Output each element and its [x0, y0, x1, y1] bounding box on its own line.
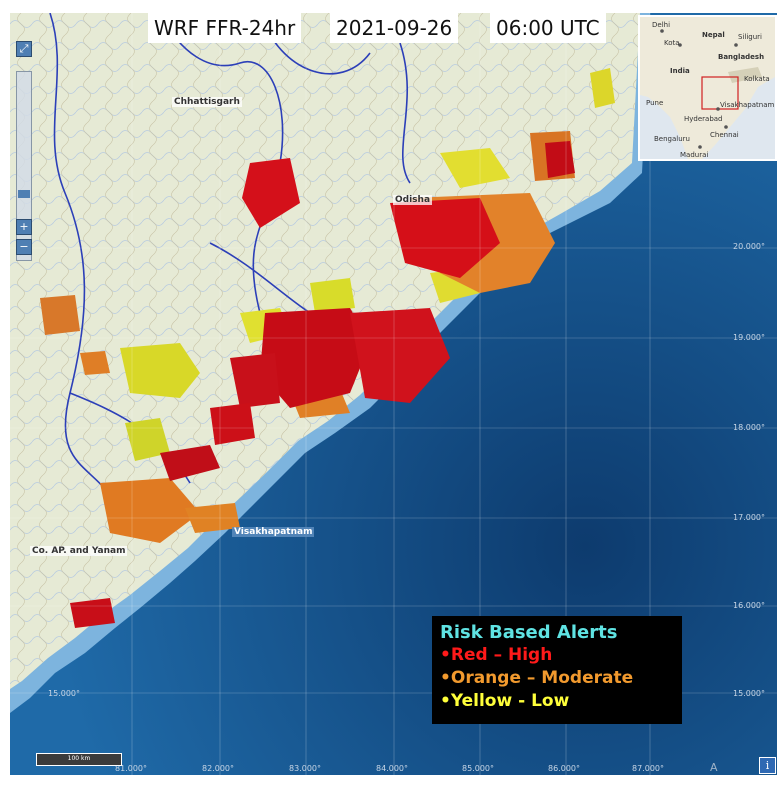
flood-risk-map[interactable]: WRF FFR-24hr 2021-09-26 06:00 UTC Chhatt…	[10, 13, 777, 775]
risk-legend: Risk Based Alerts •Red – High •Orange – …	[432, 616, 682, 724]
legend-item-yellow: •Yellow - Low	[440, 691, 570, 711]
label-visakhapatnam: Visakhapatnam	[232, 527, 315, 537]
state-boundaries	[49, 13, 411, 514]
zoom-in-icon[interactable]: +	[16, 219, 32, 235]
label-coastal-ap: Co. AP. and Yanam	[30, 546, 128, 556]
inset-label-visakhapatnam: Visakhapatnam	[720, 101, 775, 109]
legend-heading: Risk Based Alerts	[440, 622, 618, 643]
lon-label-82: 82.000°	[202, 764, 234, 773]
inset-label-delhi: Delhi	[652, 21, 671, 29]
inset-label-chennai: Chennai	[710, 131, 739, 139]
lon-label-83: 83.000°	[289, 764, 321, 773]
zoom-out-icon[interactable]: −	[16, 239, 32, 255]
inset-label-kolkata: Kolkata	[744, 75, 770, 83]
lat-label-left: 15.000°	[48, 689, 80, 698]
lon-label-85: 85.000°	[462, 764, 494, 773]
lat-label-15: 15.000°	[733, 689, 765, 698]
overview-inset-map[interactable]: Delhi Nepal Siliguri Kota Bangladesh Ind…	[638, 15, 777, 161]
title-product: WRF FFR-24hr	[148, 13, 302, 43]
attribution-text: A	[710, 761, 718, 774]
inset-label-hyderabad: Hyderabad	[684, 115, 723, 123]
label-chhattisgarh: Chhattisgarh	[172, 97, 242, 107]
inset-label-madurai: Madurai	[680, 151, 709, 159]
lon-label-87: 87.000°	[632, 764, 664, 773]
inset-label-nepal: Nepal	[702, 31, 725, 39]
zoom-slider-handle[interactable]	[18, 190, 30, 198]
zoom-slider[interactable]	[16, 71, 32, 261]
inset-label-bengaluru: Bengaluru	[654, 135, 690, 143]
lon-label-81: 81.000°	[115, 764, 147, 773]
inset-label-pune: Pune	[646, 99, 664, 107]
inset-label-siliguri: Siliguri	[738, 33, 762, 41]
title-time: 06:00 UTC	[490, 13, 606, 43]
lat-label-17: 17.000°	[733, 513, 765, 522]
legend-item-red: •Red – High	[440, 645, 553, 665]
inset-label-kota: Kota	[664, 39, 680, 47]
inset-label-bangladesh: Bangladesh	[718, 53, 765, 61]
inset-canvas	[640, 17, 775, 159]
legend-item-orange: •Orange – Moderate	[440, 668, 634, 688]
fullscreen-icon[interactable]: ⤢	[16, 41, 32, 57]
lon-label-84: 84.000°	[376, 764, 408, 773]
label-odisha: Odisha	[393, 195, 433, 205]
lat-label-20: 20.000°	[733, 242, 765, 251]
lat-label-16: 16.000°	[733, 601, 765, 610]
inset-label-india: India	[670, 67, 690, 75]
risk-red-catchments	[70, 141, 575, 628]
scale-bar: 100 km	[36, 753, 122, 766]
lon-label-86: 86.000°	[548, 764, 580, 773]
lat-label-18: 18.000°	[733, 423, 765, 432]
inset-extent-box	[701, 76, 739, 110]
info-icon[interactable]: i	[759, 757, 776, 774]
lat-label-19: 19.000°	[733, 333, 765, 342]
title-date: 2021-09-26	[330, 13, 459, 43]
